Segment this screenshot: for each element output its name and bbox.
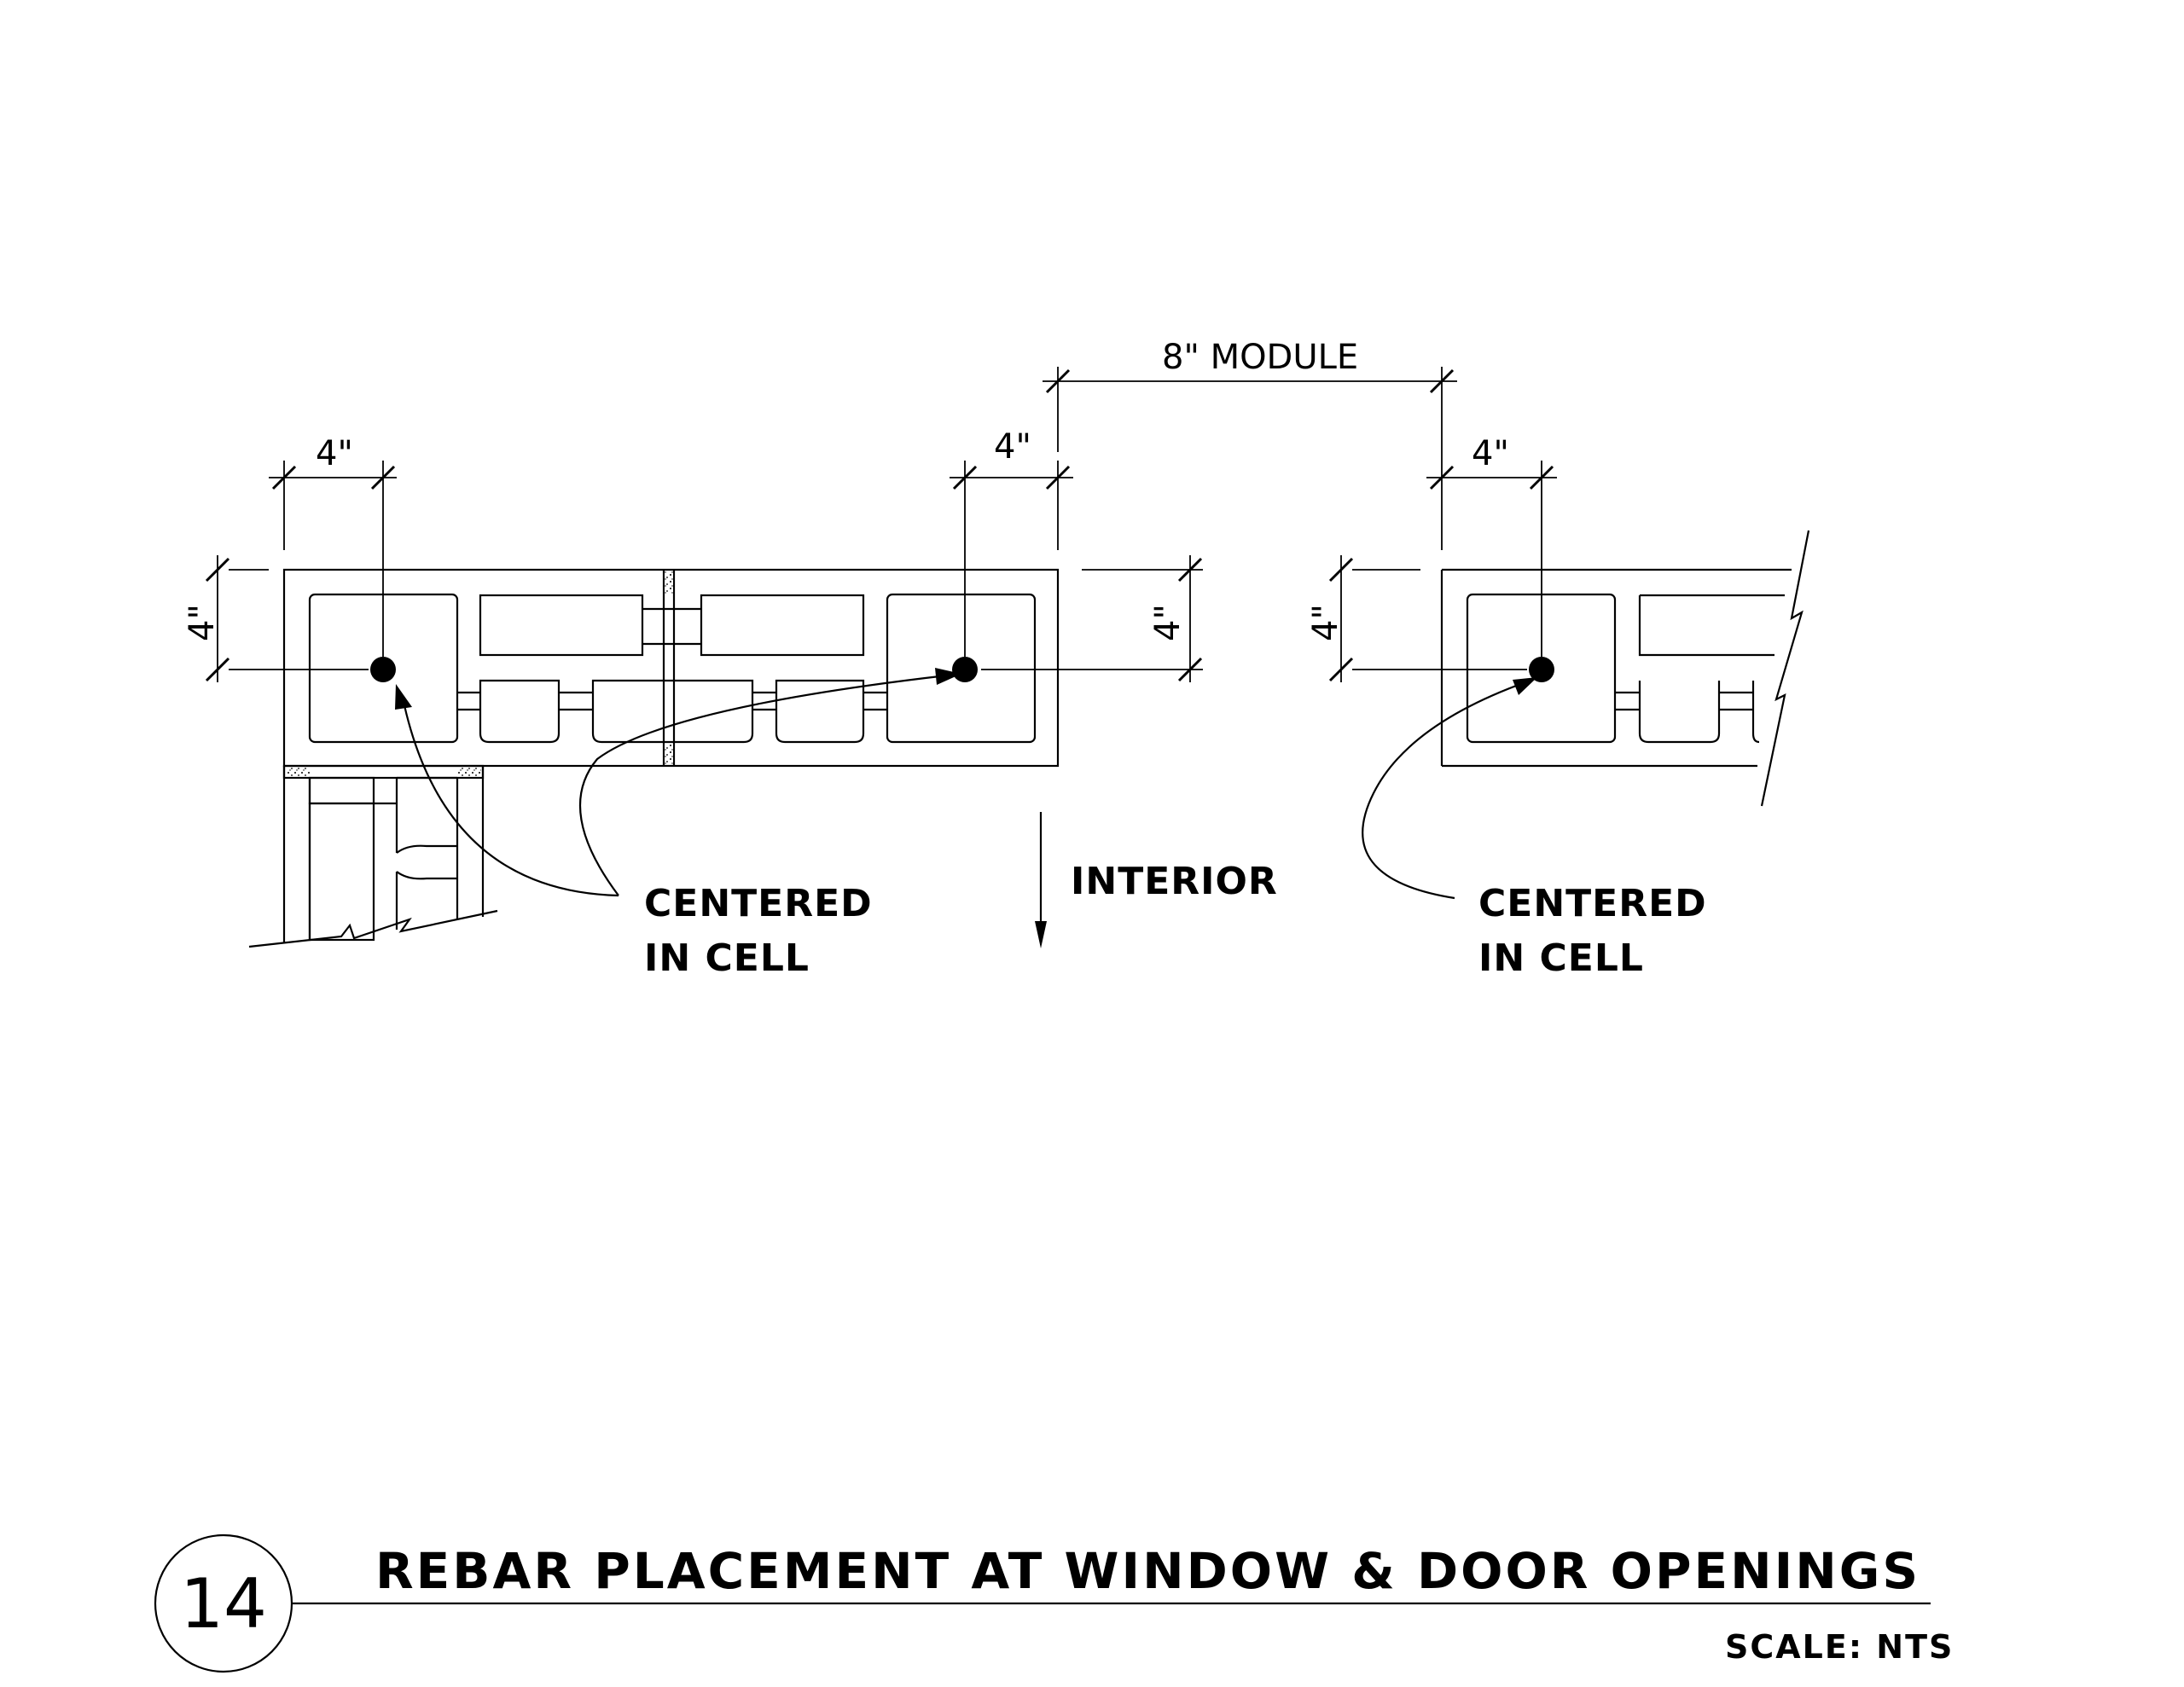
left-wall-block	[282, 568, 1060, 768]
detail-number: 14	[180, 1564, 267, 1644]
dim-left-top: 4"	[316, 434, 353, 473]
right-wall-block	[1440, 530, 1810, 807]
dimension-lines	[205, 367, 1557, 682]
note-left-line1: CENTERED	[644, 882, 873, 925]
dim-right-side: 4"	[1306, 604, 1345, 641]
note-interior: INTERIOR	[1071, 860, 1278, 903]
note-left-line2: IN CELL	[644, 936, 810, 980]
note-right-line2: IN CELL	[1478, 936, 1644, 980]
dim-module: 8" MODULE	[1162, 338, 1358, 377]
title-block: 14 REBAR PLACEMENT AT WINDOW & DOOR OPEN…	[154, 1533, 1954, 1673]
detail-scale: SCALE: NTS	[1725, 1628, 1954, 1666]
rebar-right	[1529, 657, 1554, 682]
dim-right-top: 4"	[1472, 434, 1509, 473]
rebar-mid	[952, 657, 978, 682]
detail-title: REBAR PLACEMENT AT WINDOW & DOOR OPENING…	[375, 1542, 1920, 1600]
leader-lines	[395, 668, 1537, 948]
dim-mid-side: 4"	[1148, 604, 1188, 641]
dim-mid-top: 4"	[994, 427, 1031, 467]
dim-left-side: 4"	[183, 604, 222, 641]
note-right-line1: CENTERED	[1478, 882, 1707, 925]
rebar-left	[370, 657, 396, 682]
corner-block	[248, 764, 498, 948]
